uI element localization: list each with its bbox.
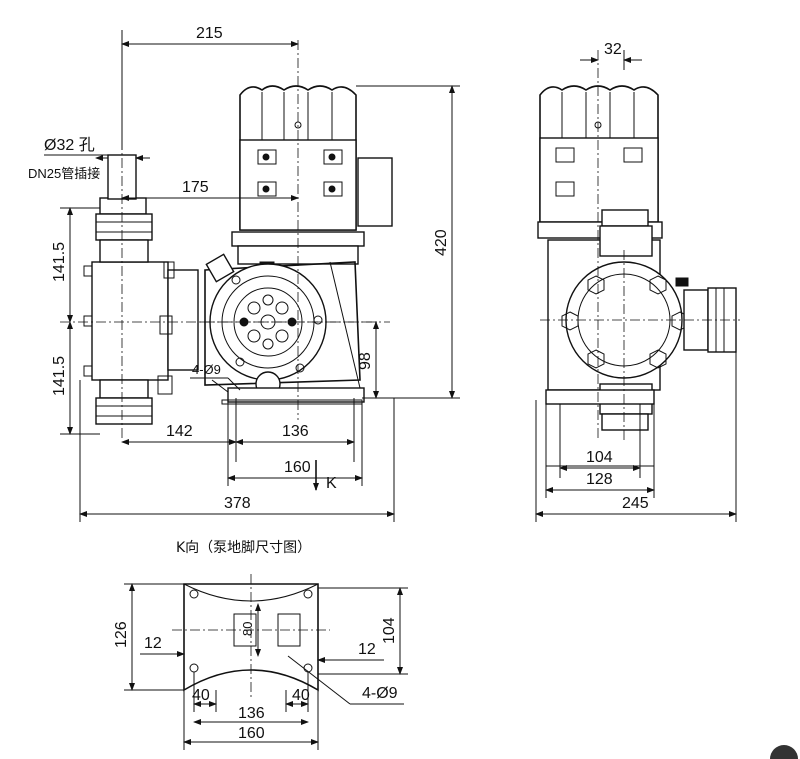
dim-104: 104 xyxy=(559,404,641,478)
base-hole-note: 4-Ø9 xyxy=(287,655,404,705)
dim-141-5-top-text: 141.5 xyxy=(51,242,68,282)
dim-245: 245 xyxy=(535,352,737,522)
base-dim-12-right: 12 xyxy=(317,641,384,663)
front-pump-head xyxy=(204,253,361,397)
front-motor xyxy=(231,85,393,271)
base-dim-104: 104 xyxy=(318,587,408,675)
dim-175: 175 xyxy=(121,179,299,201)
base-dim-40: 40 40 xyxy=(192,672,310,712)
corner-badge-icon xyxy=(770,745,798,759)
side-view: 32 104 128 245 xyxy=(535,41,740,522)
dim-142: 142 xyxy=(121,398,237,462)
base-dim-126: 126 xyxy=(113,583,184,691)
dim-98: 98 xyxy=(357,321,379,399)
dim-160-text: 160 xyxy=(284,459,311,476)
dim-245-text: 245 xyxy=(622,495,649,512)
dim-378-text: 378 xyxy=(224,495,251,512)
base-dim-160-text: 160 xyxy=(238,725,265,742)
base-dim-40-left-text: 40 xyxy=(192,687,210,704)
dim-420: 420 xyxy=(356,85,460,399)
dim-142-text: 142 xyxy=(166,423,193,440)
side-pump-head xyxy=(545,209,737,467)
dim-32-text: 32 xyxy=(604,41,622,58)
dim-160: 160 xyxy=(227,400,363,486)
front-hole-note: 4-Ø9 xyxy=(190,362,241,391)
inlet-hole-text: Ø32 孔 xyxy=(44,136,95,154)
base-dim-160: 160 xyxy=(183,690,319,750)
base-view: 126 104 12 12 80 xyxy=(113,574,408,750)
inlet-pipe-text: DN25管插接 xyxy=(28,166,100,181)
base-dim-136: 136 xyxy=(193,705,309,725)
dim-128-text: 128 xyxy=(586,471,613,488)
base-dim-126-text: 126 xyxy=(113,621,130,648)
view-k-caption: K向（泵地脚尺寸图） xyxy=(176,540,311,556)
base-dim-80: 80 xyxy=(240,603,261,657)
dim-378: 378 xyxy=(79,380,395,522)
view-k-arrow: K xyxy=(313,460,337,492)
dim-420-text: 420 xyxy=(433,229,450,256)
inlet-note: Ø32 孔 DN25管插接 xyxy=(28,136,150,181)
base-dim-104-text: 104 xyxy=(381,617,398,644)
base-dim-12-left-text: 12 xyxy=(144,635,162,652)
dim-128: 128 xyxy=(545,466,655,498)
base-dim-80-text: 80 xyxy=(240,622,255,636)
dim-141-5-bottom-text: 141.5 xyxy=(51,356,68,396)
base-dim-12-left: 12 xyxy=(140,635,185,657)
dim-98-text: 98 xyxy=(357,352,374,370)
base-dim-136-text: 136 xyxy=(238,705,265,722)
dim-175-text: 175 xyxy=(182,179,209,196)
dim-32: 32 xyxy=(580,41,642,70)
dim-136: 136 xyxy=(235,398,355,462)
base-dim-40-right-text: 40 xyxy=(292,687,310,704)
dim-104-text: 104 xyxy=(586,449,613,466)
dim-215-text: 215 xyxy=(196,25,223,42)
front-valve-body xyxy=(83,154,199,425)
dim-215: 215 xyxy=(121,25,299,150)
base-dim-12-right-text: 12 xyxy=(358,641,376,658)
dim-136-text: 136 xyxy=(282,423,309,440)
front-view: 215 175 Ø32 孔 DN25管插接 141.5 141.5 xyxy=(28,25,460,522)
front-hole-note-text: 4-Ø9 xyxy=(192,362,221,377)
base-hole-note-text: 4-Ø9 xyxy=(362,685,398,702)
dim-141-5-top: 141.5 xyxy=(51,207,100,323)
view-k-label: K xyxy=(326,475,337,492)
